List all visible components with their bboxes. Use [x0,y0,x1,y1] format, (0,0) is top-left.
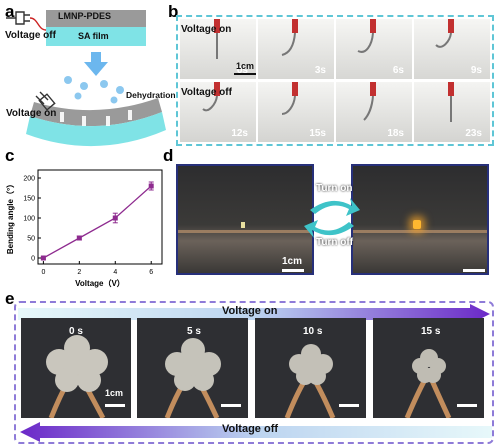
y-tick-label: 200 [23,176,35,183]
e-scale-bar-1 [221,404,241,407]
x-tick-label: 4 [113,269,117,276]
panel-a-schematic [6,10,166,147]
time-label: 23s [465,128,482,139]
voltage-on-arrow [18,304,490,324]
y-axis-label: Bending angle（°） [5,180,15,254]
e-scale-bar-2 [339,404,359,407]
e-scale-bar-0 [105,404,125,407]
curved-bottom-layer [26,112,166,147]
data-point [148,183,154,189]
e-scale-label: 1cm [105,388,124,398]
d-scale-bar-right [463,269,485,272]
panel-a-label: a [5,2,15,21]
d-photo-on [351,164,489,275]
down-arrow-icon [84,52,108,76]
e-time-0: 0 s [69,326,83,337]
b-scale-bar [234,73,256,75]
time-label: 3s [314,65,326,76]
panel-e-label: e [5,289,15,308]
photo-off-3: 23s [414,82,490,142]
e-time-1: 5 s [187,326,201,337]
y-tick-label: 0 [31,256,35,263]
x-axis-label: Voltage（V） [75,278,125,288]
voltage-off-text: Voltage off [222,423,279,435]
y-tick-label: 100 [23,216,35,223]
e-photo-3: 15 s [373,318,484,418]
b-voltage-off-label: Voltage off [181,87,232,98]
panel-e-frame [14,301,494,444]
time-label: 0s [236,65,248,76]
voltage-off-arrow [20,422,492,442]
photo-on-1: 3s [258,19,334,79]
photo-off-1: 15s [258,82,334,142]
photo-on-3: 9s [414,19,490,79]
x-tick-label: 0 [41,269,45,276]
lmnp-pdes-layer [46,10,146,27]
dehydration-label: Dehydration [126,90,176,100]
time-label: 15s [309,128,326,139]
layer-bottom-label: SA film [78,31,109,41]
flower-0 [46,335,108,418]
photo-on-0: 0s [180,19,256,79]
series-line [43,185,152,259]
electrode-clip [214,19,220,33]
x-tick-label: 6 [149,269,153,276]
plug-off-icon [6,11,47,31]
b-voltage-on-label: Voltage on [181,24,232,35]
panel-b-photo-grid: 0s 3s 6s 9s 12s 15s 18s 23s [180,19,490,142]
plot-frame [37,169,163,265]
turn-off-label: Turn off [316,237,354,248]
droplets-icon [64,76,124,104]
sa-film-layer [46,27,146,46]
time-label: 12s [231,128,248,139]
time-label: 9s [470,65,482,76]
y-tick-label: 150 [23,196,35,203]
photo-off-0: 12s [180,82,256,142]
e-photo-2: 10 s [255,318,366,418]
layer-top-label: LMNP-PDES [58,11,112,21]
time-label: 6s [392,65,404,76]
e-photo-1: 5 s [137,318,248,418]
photo-off-2: 18s [336,82,412,142]
e-time-3: 15 s [421,326,441,337]
data-point [76,235,82,241]
voltage-on-label: Voltage on [6,108,57,119]
panel-d-label: d [163,146,174,165]
e-photo-0: 0 s 1cm [21,318,131,418]
photo-on-2: 6s [336,19,412,79]
panel-c-label: c [5,146,15,165]
turn-on-label: Turn on [316,183,353,194]
data-point [40,255,46,261]
voltage-off-label: Voltage off [5,30,56,41]
data-point [112,215,118,221]
d-scale-label: 1cm [282,256,303,267]
panel-b-frame [176,15,494,146]
y-tick-label: 50 [27,236,35,243]
voltage-on-text: Voltage on [222,305,278,317]
time-label: 18s [387,128,404,139]
d-photo-off: 1cm [176,164,314,275]
panel-b-label: b [168,2,179,21]
b-scale-label: 1cm [236,61,255,71]
d-scale-bar [282,269,304,272]
e-time-2: 10 s [303,326,323,337]
x-tick-label: 2 [77,269,81,276]
plug-on-icon [35,91,56,111]
swap-arrows-icon [304,198,360,238]
e-scale-bar-3 [457,404,477,407]
